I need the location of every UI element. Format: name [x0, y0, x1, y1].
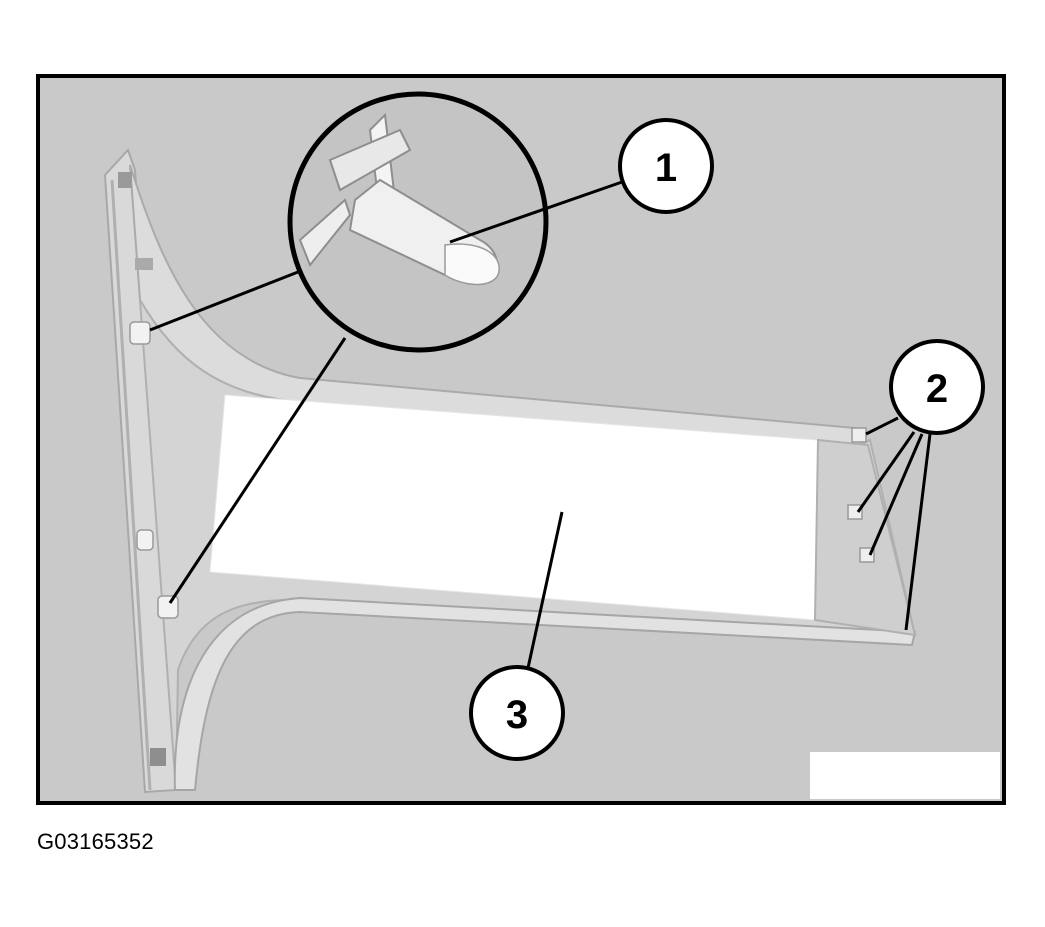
callout-1-number: 1	[655, 146, 677, 190]
leader-magnifier-upper	[149, 270, 299, 332]
clip-pillar-upper	[135, 258, 153, 270]
figure-id: G03165352	[37, 829, 154, 854]
leader-magnifier-lower	[168, 337, 347, 604]
leader-callout-3	[526, 511, 564, 669]
leader-callout-2c	[868, 433, 924, 556]
clip-pillar-top	[118, 172, 132, 188]
leader-callout-2b	[856, 431, 916, 513]
callout-1-circle	[618, 118, 714, 214]
trim-end-tab	[813, 438, 917, 637]
callout-2-number: 2	[926, 367, 948, 411]
leader-callout-1	[449, 180, 623, 244]
leader-callout-2a	[865, 416, 899, 436]
leader-callout-2d	[904, 433, 932, 631]
clip-upper	[129, 321, 151, 345]
end-tab-clip-2	[847, 504, 863, 520]
clip-lower	[157, 595, 179, 619]
end-tab-clip-1	[851, 427, 867, 443]
blank-patch	[810, 752, 1000, 799]
callout-3-number: 3	[506, 693, 528, 737]
callout-3-circle	[469, 665, 565, 761]
clip-middle	[136, 529, 154, 551]
clip-pillar-bottom	[150, 748, 166, 766]
detail-clip-drawing	[298, 112, 500, 286]
callout-2-circle	[889, 339, 985, 435]
pillar-trim-edge	[110, 179, 152, 791]
